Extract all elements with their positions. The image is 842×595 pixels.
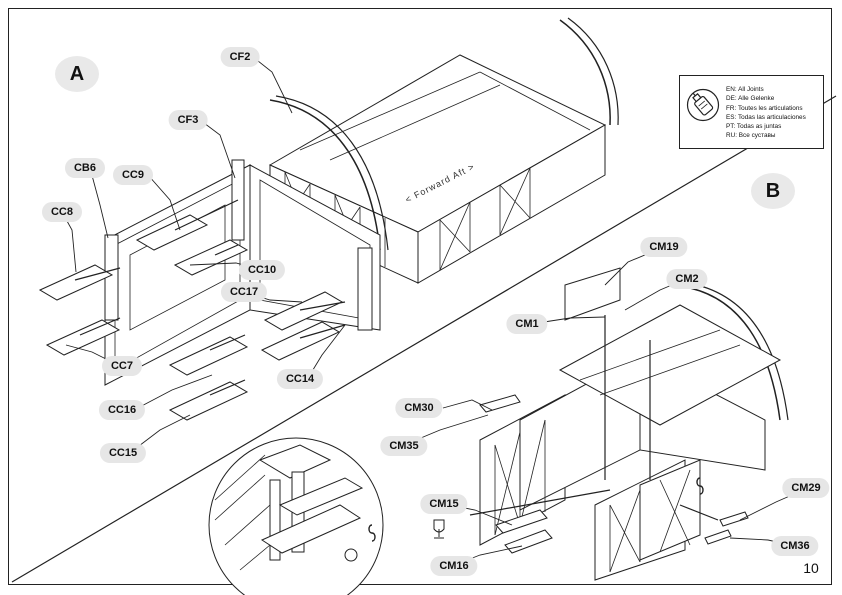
callout-cc15: CC15	[99, 443, 147, 463]
callout-cm35: CM35	[380, 436, 428, 456]
callout-cm19: CM19	[640, 237, 688, 257]
glue-bottle-icon	[686, 88, 720, 127]
callout-cm29: CM29	[782, 478, 830, 498]
glue-legend-line: PT: Todas as juntas	[726, 123, 782, 131]
glue-legend-line: RU: Все суставы	[726, 132, 776, 140]
callout-cm15: CM15	[420, 494, 468, 514]
callout-cc9: CC9	[112, 165, 154, 185]
section-divider	[11, 95, 837, 583]
glue-legend-line: ES: Todas las articulaciones	[726, 113, 806, 121]
callout-cc7: CC7	[101, 356, 143, 376]
callout-cb6: CB6	[64, 158, 106, 178]
assembly-a-drawing	[38, 17, 619, 421]
section-label-a: A	[55, 56, 99, 92]
section-label-b: B	[751, 173, 795, 209]
callout-cm30: CM30	[395, 398, 443, 418]
callout-cf3: CF3	[168, 110, 208, 130]
assembly-b-drawing	[433, 267, 789, 581]
glue-legend-lines: EN: All Joints DE: Alle Gelenke FR: Tout…	[726, 85, 806, 141]
page-number: 10	[803, 560, 819, 576]
callout-cf2: CF2	[220, 47, 260, 67]
callout-cc16: CC16	[98, 400, 146, 420]
callout-cm2: CM2	[666, 269, 708, 289]
glue-legend: EN: All Joints DE: Alle Gelenke FR: Tout…	[679, 75, 824, 149]
callout-cm36: CM36	[771, 536, 819, 556]
detail-magnifier	[208, 437, 384, 595]
callout-cc14: CC14	[276, 369, 324, 389]
callout-cc17: CC17	[220, 282, 268, 302]
callout-cc10: CC10	[238, 260, 286, 280]
callout-cm16: CM16	[430, 556, 478, 576]
callout-cc8: CC8	[41, 202, 83, 222]
page-border	[8, 8, 832, 585]
glue-legend-line: DE: Alle Gelenke	[726, 95, 775, 103]
callout-cm1: CM1	[506, 314, 548, 334]
glue-legend-line: EN: All Joints	[726, 86, 764, 93]
glue-legend-line: FR: Toutes les articulations	[726, 104, 803, 112]
